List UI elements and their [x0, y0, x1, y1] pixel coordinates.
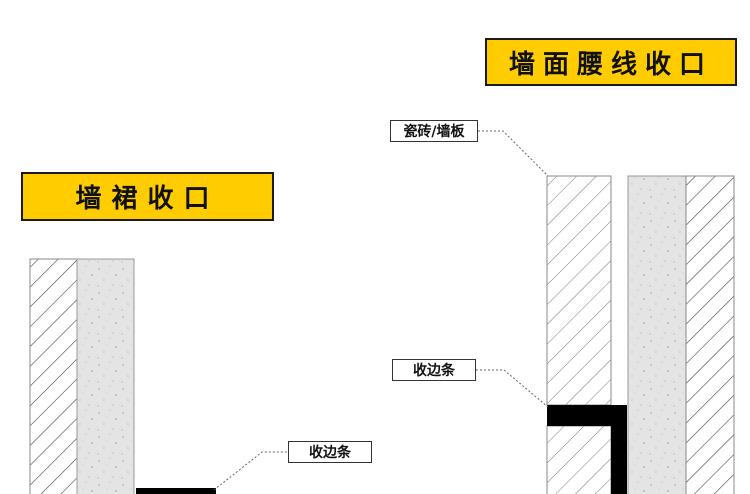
- title-wall-waistline: 墙面腰线收口: [485, 38, 737, 86]
- right-concrete-wall: [627, 175, 687, 494]
- label-trim-strip-right: 收边条: [392, 359, 476, 381]
- right-hatched-layer: [685, 175, 735, 494]
- trim-leader-line: [476, 369, 549, 408]
- right-tile-lower: [546, 425, 612, 494]
- left-trim-strip: [136, 488, 216, 494]
- label-tile-panel: 瓷砖/墙板: [390, 120, 478, 142]
- title-skirting: 墙裙收口: [21, 172, 274, 221]
- left-concrete-wall: [76, 258, 135, 494]
- right-tile-upper: [546, 175, 612, 406]
- label-trim-strip-left: 收边条: [288, 441, 372, 463]
- left-hatched-layer: [29, 258, 78, 494]
- right-trim-strip: [547, 405, 627, 494]
- left-leader-line: [213, 451, 288, 491]
- tile-leader-line: [478, 130, 549, 177]
